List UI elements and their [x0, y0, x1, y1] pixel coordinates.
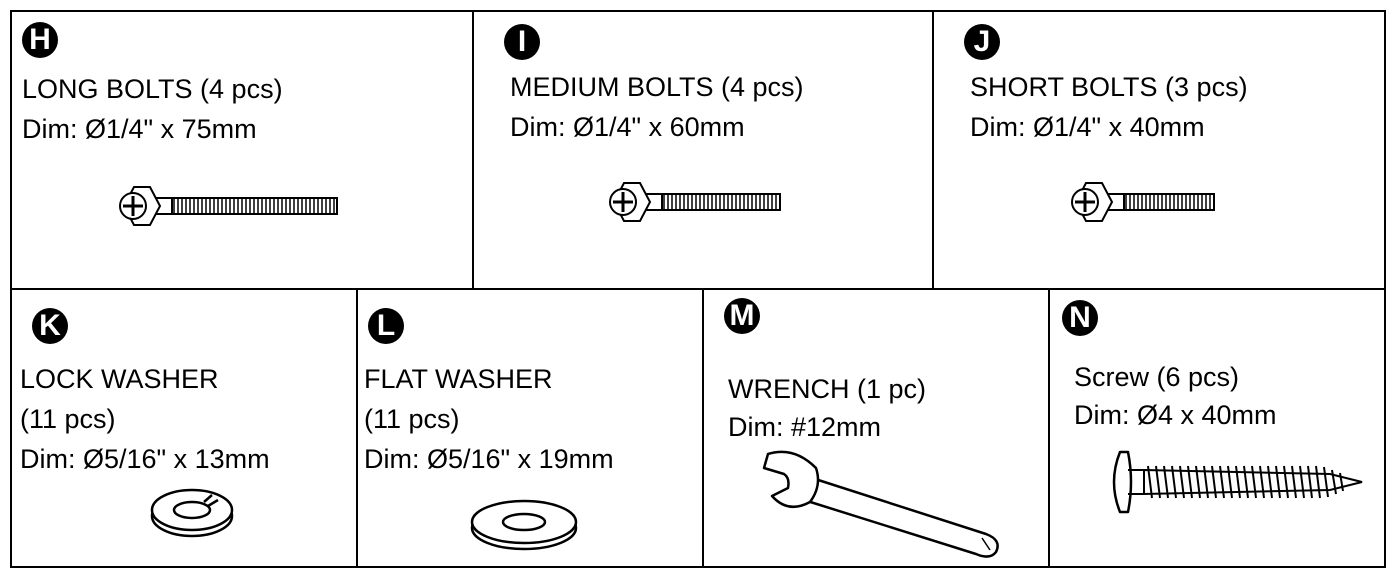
screw-icon — [1112, 450, 1363, 514]
part-letter-badge: N — [1062, 300, 1098, 336]
lock-washer-icon — [150, 488, 234, 538]
parts-row-accessories: K LOCK WASHER (11 pcs) Dim: Ø5/16" x 13m… — [12, 290, 1384, 566]
part-dimension: Dim: Ø5/16" x 19mm — [364, 444, 614, 474]
part-letter-badge: I — [504, 24, 540, 60]
part-cell-n: N Screw (6 pcs) Dim: Ø4 x 40mm — [1048, 290, 1386, 566]
flat-washer-icon — [470, 499, 578, 551]
parts-row-bolts: H LONG BOLTS (4 pcs) Dim: Ø1/4" x 75mm I… — [12, 12, 1384, 290]
part-quantity: (11 pcs) — [364, 404, 460, 434]
part-dimension: Dim: Ø1/4" x 75mm — [22, 114, 257, 144]
part-quantity: (11 pcs) — [20, 404, 116, 434]
part-name: FLAT WASHER — [364, 364, 553, 394]
part-letter-badge: J — [964, 24, 1000, 60]
hardware-parts-sheet: H LONG BOLTS (4 pcs) Dim: Ø1/4" x 75mm I… — [10, 10, 1386, 568]
part-letter-badge: K — [32, 308, 68, 344]
part-cell-m: M WRENCH (1 pc) Dim: #12mm — [702, 290, 1048, 566]
part-name: MEDIUM BOLTS (4 pcs) — [510, 72, 804, 102]
part-cell-j: J SHORT BOLTS (3 pcs) Dim: Ø1/4" x 40mm — [932, 12, 1386, 288]
part-dimension: Dim: Ø1/4" x 60mm — [510, 112, 745, 142]
part-name: Screw (6 pcs) — [1074, 362, 1240, 392]
part-cell-i: I MEDIUM BOLTS (4 pcs) Dim: Ø1/4" x 60mm — [472, 12, 932, 288]
part-name: LOCK WASHER — [20, 364, 219, 394]
part-dimension: Dim: #12mm — [728, 412, 882, 442]
part-dimension: Dim: Ø1/4" x 40mm — [970, 112, 1205, 142]
part-cell-k: K LOCK WASHER (11 pcs) Dim: Ø5/16" x 13m… — [12, 290, 356, 566]
wrench-icon — [762, 450, 999, 558]
part-letter-badge: H — [22, 22, 58, 58]
part-dimension: Dim: Ø5/16" x 13mm — [20, 444, 270, 474]
part-cell-l: L FLAT WASHER (11 pcs) Dim: Ø5/16" x 19m… — [356, 290, 702, 566]
part-letter-badge: M — [724, 298, 760, 334]
part-letter-badge: L — [368, 308, 404, 344]
short-bolt-icon — [1071, 182, 1215, 222]
part-name: SHORT BOLTS (3 pcs) — [970, 72, 1248, 102]
part-dimension: Dim: Ø4 x 40mm — [1074, 400, 1277, 430]
medium-bolt-icon — [609, 182, 781, 222]
part-cell-h: H LONG BOLTS (4 pcs) Dim: Ø1/4" x 75mm — [12, 12, 472, 288]
part-name: LONG BOLTS (4 pcs) — [22, 74, 283, 104]
long-bolt-icon — [119, 186, 338, 226]
part-name: WRENCH (1 pc) — [728, 374, 927, 404]
